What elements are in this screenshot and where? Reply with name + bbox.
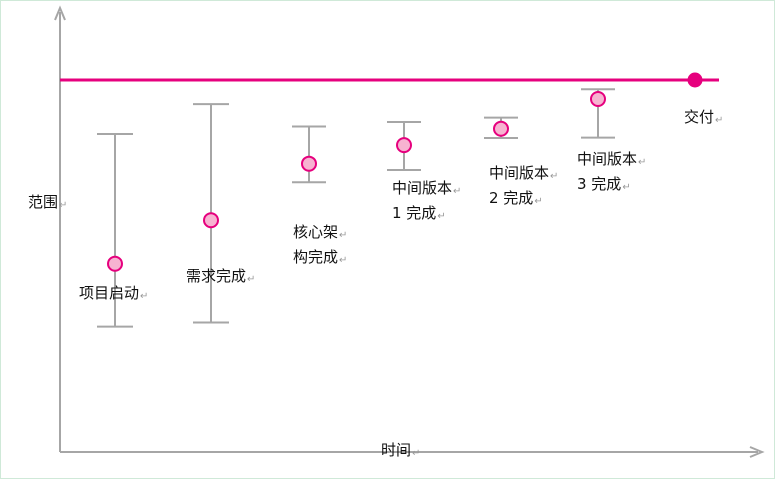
y-axis-label: 范围 <box>28 193 58 211</box>
estimate-point <box>107 255 123 272</box>
paragraph-mark: ↵ <box>140 291 148 302</box>
estimate-point <box>590 90 606 107</box>
paragraph-mark: ↵ <box>715 115 723 126</box>
paragraph-mark: ↵ <box>412 448 420 459</box>
milestone-label: 交付 <box>684 108 714 126</box>
milestone-labels: 项目启动↵需求完成↵核心架↵构完成↵中间版本↵1 完成↵中间版本↵2 完成↵中间… <box>79 108 723 302</box>
paragraph-mark: ↵ <box>534 196 542 207</box>
axes <box>54 5 765 458</box>
estimate-point <box>493 120 509 137</box>
paragraph-mark: ↵ <box>453 186 461 197</box>
milestone-label: 构完成 <box>293 248 338 266</box>
estimate-point <box>396 137 412 154</box>
milestone-label: 中间版本 <box>489 164 549 182</box>
paragraph-mark: ↵ <box>247 274 255 285</box>
paragraph-mark: ↵ <box>339 255 347 266</box>
estimate-markers <box>107 72 703 272</box>
x-axis-arrow <box>749 446 765 458</box>
error-bar <box>292 125 326 184</box>
milestone-label: 项目启动 <box>79 284 139 302</box>
error-bars <box>97 88 615 328</box>
milestone-label: 1 完成 <box>392 204 436 222</box>
estimate-point <box>203 212 219 229</box>
paragraph-mark: ↵ <box>339 230 347 241</box>
milestone-label: 核心架 <box>293 223 338 241</box>
milestone-label: 2 完成 <box>489 189 533 207</box>
paragraph-mark: ↵ <box>550 171 558 182</box>
delivery-point <box>687 72 703 88</box>
error-bar <box>97 132 133 328</box>
milestone-label: 中间版本 <box>392 179 452 197</box>
milestone-label: 3 完成 <box>577 175 621 193</box>
estimate-point <box>301 155 317 172</box>
milestone-label: 中间版本 <box>577 150 637 168</box>
y-axis-arrow <box>54 5 66 21</box>
paragraph-mark: ↵ <box>622 182 630 193</box>
milestone-label: 需求完成 <box>186 267 246 285</box>
paragraph-mark: ↵ <box>59 200 67 211</box>
paragraph-mark: ↵ <box>638 157 646 168</box>
x-axis-label: 时间 <box>381 441 411 459</box>
paragraph-mark: ↵ <box>437 211 445 222</box>
